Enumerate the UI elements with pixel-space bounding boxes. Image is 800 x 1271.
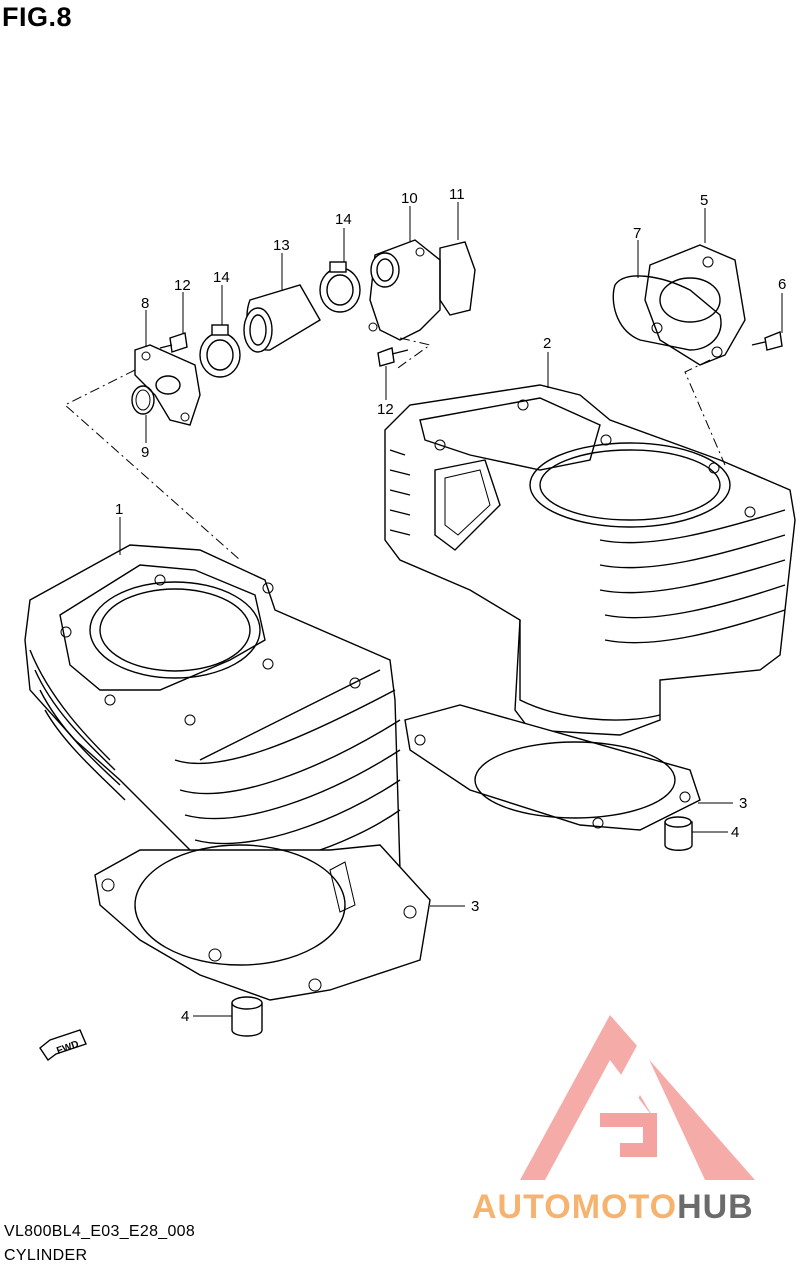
callout-1: 1: [115, 501, 123, 518]
part-4-dowel-pin-rear: [664, 816, 693, 851]
leader-lines: [119, 202, 783, 1017]
watermark-logo: [520, 1015, 755, 1180]
callout-9: 9: [141, 444, 149, 461]
part-14-clamp-upper: [319, 261, 361, 313]
part-5-water-outlet: [644, 244, 746, 366]
callout-11: 11: [449, 186, 465, 203]
fwd-arrow-icon: FWD: [39, 1029, 87, 1062]
callout-4-front: 4: [181, 1008, 189, 1025]
callout-14-lower: 14: [213, 269, 230, 286]
callout-6: 6: [778, 276, 786, 293]
callout-10: 10: [401, 190, 418, 207]
part-11-housing-gasket: [439, 241, 476, 316]
callout-2: 2: [543, 335, 551, 352]
callout-labels: 1 2 3 3 4 4 5 6 7 8 9 10 11 12 12 13 14 …: [115, 186, 786, 1025]
part-9-o-ring: [131, 385, 155, 415]
part-13-hose: [243, 284, 321, 353]
part-12-bolt-upper: [159, 332, 188, 353]
part-4-dowel-pin-front: [231, 996, 263, 1037]
logo-inner-triangle: [575, 1040, 705, 1180]
part-3-base-gasket-rear: [404, 704, 701, 831]
callout-8: 8: [141, 295, 149, 312]
callout-13: 13: [273, 237, 290, 254]
svg-text:AUTOMOTOHUB: AUTOMOTOHUB: [472, 1188, 754, 1226]
logo-triangle: [520, 1015, 755, 1180]
part-8-union: [134, 344, 201, 426]
part-12-bolt-lower: [377, 347, 409, 367]
callout-12-upper: 12: [174, 277, 191, 294]
watermark-text: AUTOMOTOHUB: [472, 1188, 754, 1226]
callout-4-rear: 4: [731, 824, 739, 841]
callout-5: 5: [700, 192, 708, 209]
callout-3-rear: 3: [739, 795, 747, 812]
diagram-code: VL800BL4_E03_E28_008: [4, 1223, 196, 1240]
callout-7: 7: [633, 225, 641, 242]
part-14-clamp-lower: [199, 324, 241, 378]
part-10-thermostat-housing: [368, 239, 441, 341]
part-1-front-cylinder: [24, 544, 401, 891]
part-3-base-gasket-front: [94, 844, 431, 1001]
diagram-caption: CYLINDER: [4, 1247, 88, 1264]
part-7-outlet-gasket: [612, 275, 722, 351]
callout-14-upper: 14: [335, 211, 352, 228]
part-6-bolt: [751, 331, 783, 351]
assembly-lines: [64, 337, 726, 561]
callout-12-lower: 12: [377, 401, 394, 418]
part-2-rear-cylinder: [384, 384, 796, 736]
figure-title: FIG.8: [2, 2, 73, 32]
callout-3-front: 3: [471, 898, 479, 915]
